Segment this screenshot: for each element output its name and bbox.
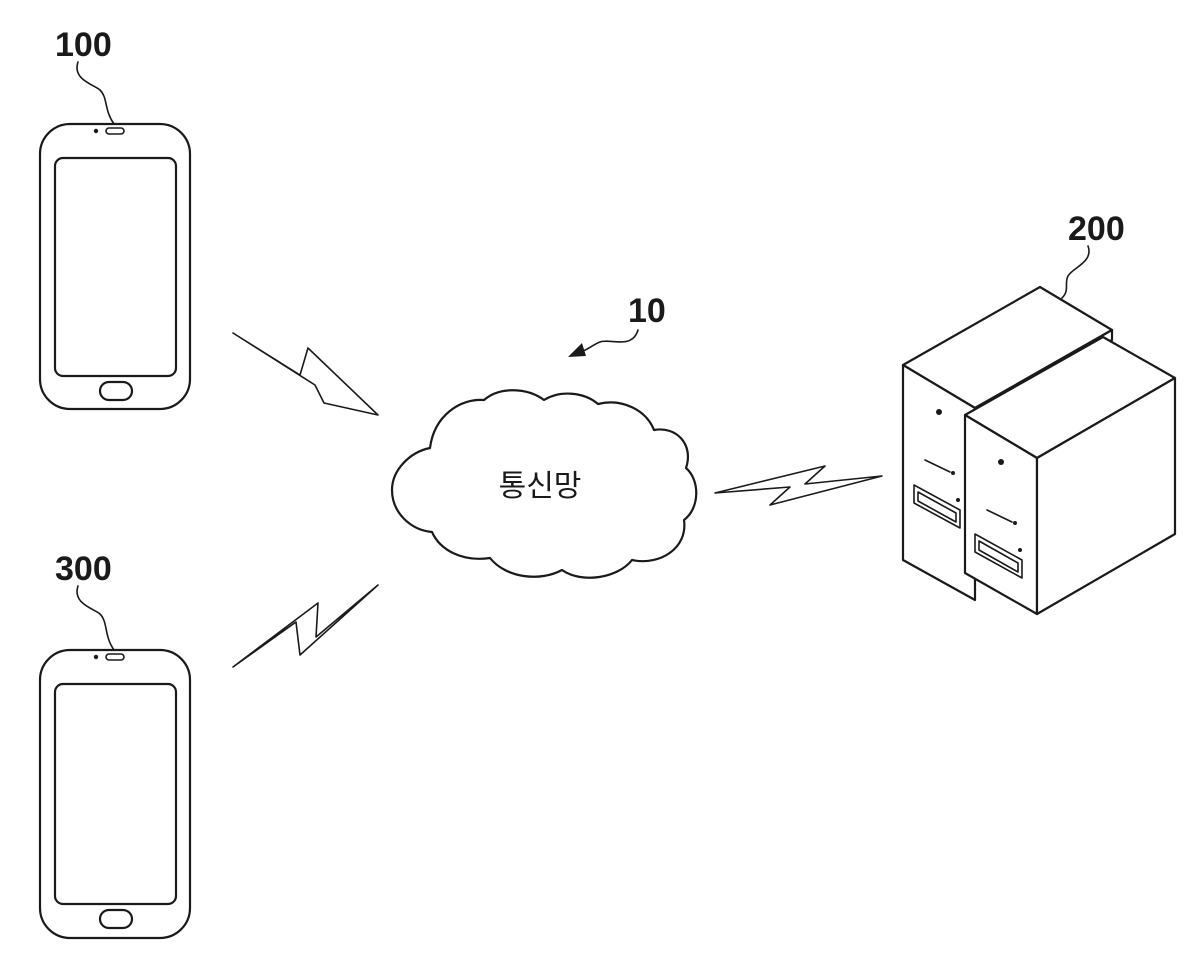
- lightning-bolt-icon: [233, 585, 378, 667]
- ref-label-200: 200: [1068, 210, 1125, 248]
- ref-label-10: 10: [628, 292, 666, 330]
- smartphone-icon: [40, 124, 190, 409]
- lightning-bolt-icon: [233, 333, 378, 415]
- server-icon: [903, 287, 1175, 614]
- smartphone-300: 300: [40, 550, 190, 938]
- leader-line-300: [77, 586, 114, 650]
- arrowhead-icon: [568, 343, 586, 357]
- ref-label-100: 100: [55, 26, 112, 64]
- server-200: 200: [903, 210, 1175, 614]
- leader-arrow-10: [580, 330, 638, 352]
- smartphone-icon: [40, 650, 190, 938]
- network-10: 10 통신망: [392, 292, 696, 578]
- ref-label-300: 300: [55, 550, 112, 588]
- lightning-bolt-icon: [715, 466, 882, 505]
- smartphone-100: 100: [40, 26, 190, 409]
- network-label: 통신망: [499, 469, 582, 504]
- leader-line-100: [77, 62, 114, 124]
- leader-line-200: [1062, 246, 1089, 298]
